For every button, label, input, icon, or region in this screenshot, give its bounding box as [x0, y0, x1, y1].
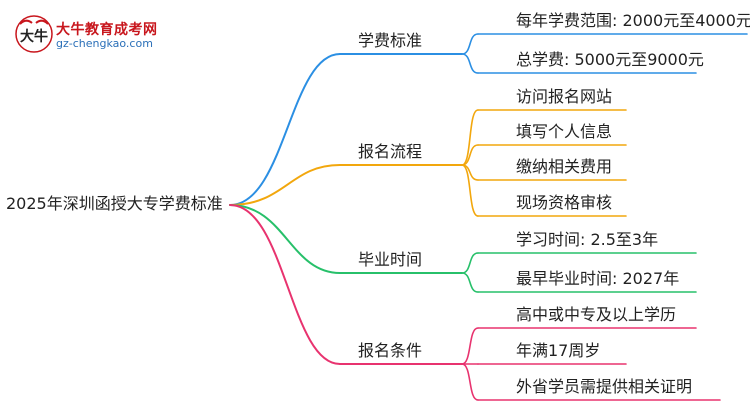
leaf-node-4-2: 年满17周岁: [516, 341, 601, 360]
leaf-node-4-1: 高中或中专及以上学历: [516, 305, 677, 324]
connector-branch-3-leaf-2: [461, 272, 479, 293]
connector-branch-4-leaf-3: [461, 363, 479, 401]
connector-root-branch-1: [229, 53, 341, 206]
leaf-node-4-3: 外省学员需提供相关证明: [516, 377, 693, 396]
leaf-node-3-1: 学习时间: 2.5至3年: [516, 230, 659, 249]
svg-text:大牛: 大牛: [20, 28, 48, 45]
branch-node-4: 报名条件: [358, 341, 423, 360]
connector-branch-4-leaf-1: [461, 327, 479, 365]
leaf-node-2-4: 现场资格审核: [516, 193, 613, 212]
connector-branch-1-leaf-2: [461, 53, 479, 74]
connector-branch-2-leaf-1: [461, 109, 479, 166]
root-node: 2025年深圳函授大专学费标准: [6, 194, 223, 213]
bull-logo-icon: 大牛: [15, 15, 53, 53]
logo-title: 大牛教育成考网: [56, 22, 158, 38]
connector-root-branch-4: [229, 204, 341, 365]
connector-root-branch-2: [229, 164, 341, 206]
connector-branch-2-leaf-2: [461, 144, 479, 166]
connector-root-branch-3: [229, 204, 341, 274]
site-logo[interactable]: 大牛 大牛教育成考网 gz-chengkao.com: [14, 10, 184, 56]
logo-url: gz-chengkao.com: [56, 37, 153, 50]
connector-branch-2-leaf-4: [461, 164, 479, 217]
connector-branch-1-leaf-1: [461, 33, 479, 55]
branch-node-1: 学费标准: [358, 31, 423, 50]
leaf-node-1-2: 总学费: 5000元至9000元: [516, 50, 704, 69]
leaf-node-3-2: 最早毕业时间: 2027年: [516, 269, 680, 288]
leaf-node-2-1: 访问报名网站: [516, 87, 613, 106]
leaf-node-1-1: 每年学费范围: 2000元至4000元: [516, 11, 750, 30]
branch-node-3: 毕业时间: [358, 250, 423, 269]
leaf-node-2-3: 缴纳相关费用: [516, 157, 613, 176]
branch-node-2: 报名流程: [358, 142, 423, 161]
leaf-node-2-2: 填写个人信息: [516, 122, 613, 141]
connector-branch-3-leaf-1: [461, 252, 479, 274]
